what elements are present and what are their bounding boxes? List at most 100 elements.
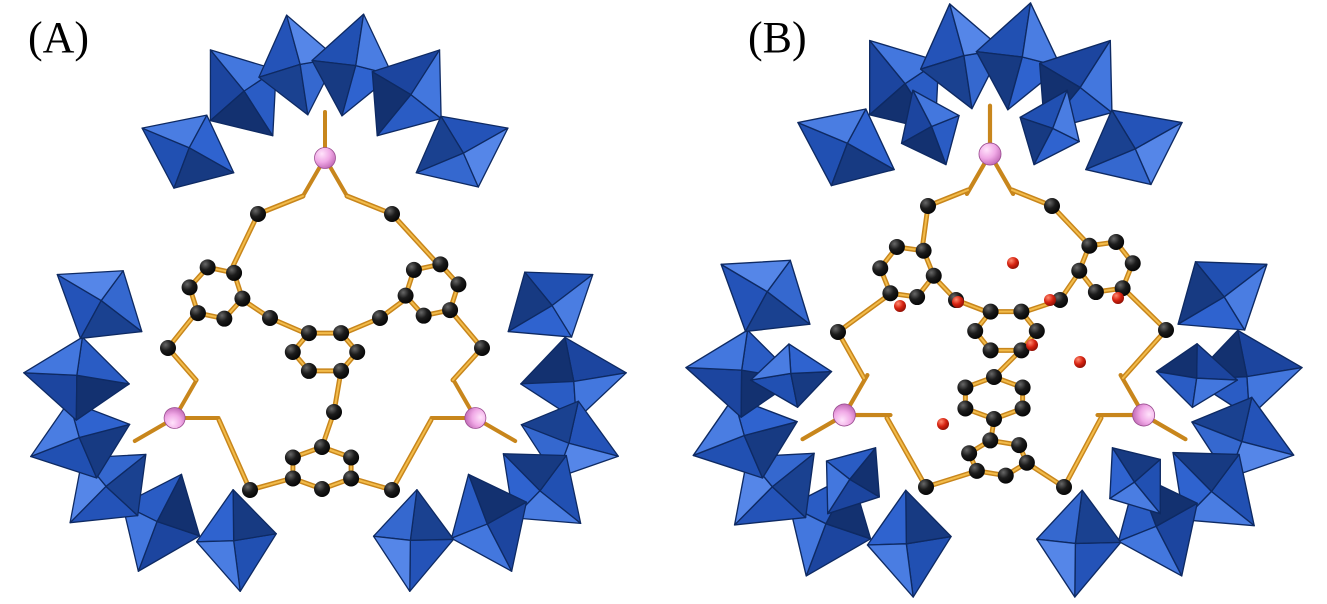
carbon-atom (384, 206, 400, 222)
octahedron (520, 400, 619, 479)
structure-drawing-B (685, 2, 1303, 598)
benzene-ring (967, 303, 1045, 359)
carbon-atom (967, 323, 984, 339)
octahedron (1172, 451, 1255, 527)
octahedron (797, 108, 895, 187)
linker-arm (931, 274, 993, 316)
carbon-atom (415, 307, 432, 324)
carbon-atom (918, 479, 934, 495)
carbon-atom (300, 362, 317, 379)
carbon-atom (262, 310, 278, 326)
octahedron (900, 89, 960, 166)
linker-arm (1009, 187, 1093, 249)
carbon-atom (326, 404, 342, 420)
carbon-atom (372, 310, 388, 326)
carbon-atom (343, 449, 360, 466)
carbon-atom (432, 256, 449, 273)
octahedron (121, 473, 201, 572)
carbon-atom (234, 290, 251, 307)
carbon-atom (1158, 322, 1174, 338)
structure-drawing-A (23, 13, 627, 593)
carbon-atom (1124, 255, 1141, 272)
carbon-atom (160, 340, 176, 356)
linker-arm (339, 295, 410, 337)
carbon-atom (882, 285, 899, 302)
carbon-atom (872, 260, 889, 277)
heteroatom-sphere (464, 407, 487, 429)
carbon-atom (1013, 303, 1030, 320)
octahedron (919, 3, 1003, 110)
octahedron (520, 336, 627, 421)
carbon-atom (1014, 400, 1031, 417)
octahedron (507, 271, 594, 338)
carbon-atom (1087, 284, 1104, 301)
heteroatom-sphere (163, 407, 186, 429)
carbon-atom (1056, 479, 1072, 495)
carbon-atom (284, 449, 301, 466)
carbon-atom (250, 206, 266, 222)
benzene-ring (181, 259, 251, 327)
linker-arm (1120, 285, 1174, 381)
benzene-ring (1071, 233, 1141, 301)
metal-oxide-cluster (23, 270, 277, 593)
carbon-atom (986, 369, 1002, 385)
carbon-atom (189, 305, 206, 322)
octahedron (311, 13, 394, 117)
octahedron (825, 447, 881, 515)
linker-arm (1018, 268, 1083, 316)
carbon-atom (1071, 262, 1088, 279)
benzene-ring (957, 369, 1031, 427)
oxygen-atom (937, 418, 949, 430)
oxygen-atom (1044, 294, 1056, 306)
octahedron (1036, 489, 1122, 598)
carbon-atom (982, 303, 999, 320)
octahedron (749, 343, 833, 408)
octahedron (866, 489, 952, 598)
octahedron (1085, 109, 1183, 186)
carbon-atom (997, 467, 1014, 484)
organic-linker-network (830, 187, 1174, 495)
carbon-atom (1018, 454, 1035, 471)
benzene-ring (284, 325, 366, 379)
carbon-atom (1081, 237, 1098, 254)
octahedron (195, 488, 277, 593)
octahedron (1109, 447, 1161, 515)
carbon-atom (920, 198, 936, 214)
carbon-atom (333, 325, 350, 342)
carbon-atom (957, 400, 974, 417)
octahedron (141, 114, 235, 189)
carbon-atom (1013, 342, 1030, 359)
linker-arm (216, 417, 296, 498)
oxygen-atom (1112, 292, 1124, 304)
carbon-atom (242, 482, 258, 498)
linker-arm (160, 310, 199, 383)
carbon-atom (333, 362, 350, 379)
linker-arm (240, 297, 310, 337)
octahedron (56, 270, 143, 340)
octahedron (415, 115, 509, 188)
linker-arm (319, 368, 344, 450)
carbon-atom (1052, 292, 1068, 308)
oxygen-atom (894, 300, 906, 312)
carbon-atom (199, 259, 216, 276)
carbon-atom (915, 242, 932, 259)
benzene-ring (872, 238, 942, 306)
panel-B: (B) (660, 0, 1327, 604)
octahedron (1155, 343, 1239, 409)
benzene-ring (397, 256, 467, 324)
octahedron (1019, 89, 1080, 166)
metal-oxide-cluster (372, 271, 627, 593)
carbon-atom (300, 325, 317, 342)
linker-arm (348, 417, 434, 498)
benzene-ring (284, 439, 360, 497)
panel-A: (A) (0, 0, 660, 604)
linker-arm (1024, 415, 1104, 495)
metal-oxide-cluster (141, 13, 509, 198)
metal-oxide-cluster (1036, 261, 1303, 598)
carbon-atom (216, 310, 233, 327)
linker-arm (344, 193, 439, 265)
heteroatom-sphere (978, 142, 1002, 166)
carbon-atom (284, 344, 301, 360)
panel-label-A: (A) (28, 13, 90, 62)
metal-oxide-cluster (685, 259, 952, 598)
